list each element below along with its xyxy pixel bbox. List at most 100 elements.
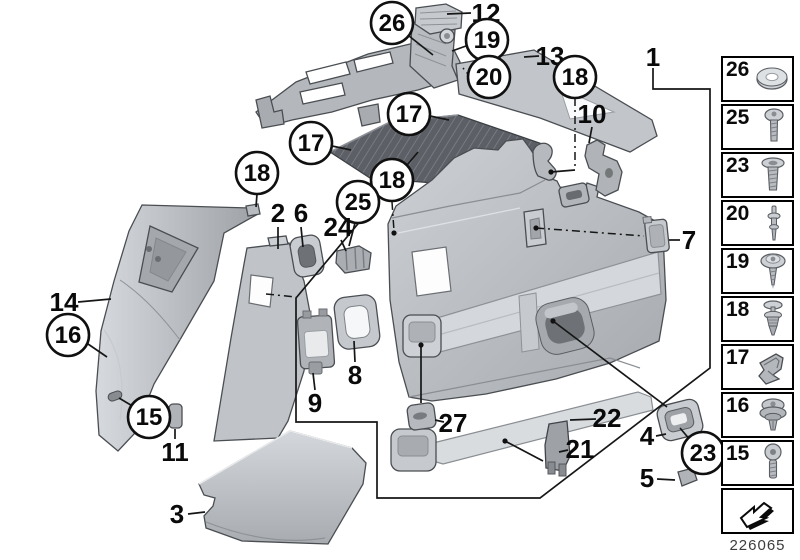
callout-7[interactable]: 7: [682, 225, 696, 255]
expansion-rivet-icon: [763, 300, 783, 336]
callout-6[interactable]: 6: [294, 198, 308, 228]
svg-text:23: 23: [690, 440, 717, 467]
diagram-number: 226065: [729, 537, 786, 554]
callout-20-circled[interactable]: 20: [466, 54, 512, 100]
callout-15-circled[interactable]: 15: [126, 394, 172, 440]
callout-26-circled[interactable]: 26: [369, 0, 415, 46]
callout-18-circled[interactable]: 18: [552, 54, 598, 100]
legend-item-label: 20: [726, 202, 750, 225]
part-belt-22: [390, 391, 654, 472]
legend-item-17[interactable]: 17: [721, 344, 794, 390]
callout-17-circled[interactable]: 17: [288, 120, 334, 166]
legend-item-label: 23: [726, 154, 750, 177]
callout-18-circled[interactable]: 18: [369, 157, 415, 203]
pan-head-screw-icon: [764, 108, 784, 142]
svg-text:19: 19: [474, 27, 501, 54]
callout-8[interactable]: 8: [348, 360, 362, 390]
legend-item-19[interactable]: 19: [721, 248, 794, 294]
svg-text:8: 8: [348, 360, 362, 390]
callout-18-circled[interactable]: 18: [234, 150, 280, 196]
svg-text:18: 18: [244, 160, 271, 187]
part-pillar-trim-14: [95, 203, 261, 452]
part-grommet-frame-6: [289, 234, 325, 278]
part-bracket-10: [584, 139, 623, 197]
grommet-nut-icon: [759, 398, 787, 431]
part-main-trunk-trim-panel: [387, 138, 667, 402]
part-cushion-3: [198, 430, 367, 545]
callout-23-circled[interactable]: 23: [680, 430, 726, 476]
fastener-legend: 26 25 23 20: [721, 56, 794, 536]
legend-item-label: 15: [726, 442, 750, 465]
callout-2[interactable]: 2: [271, 198, 285, 228]
svg-text:21: 21: [566, 434, 595, 464]
part-bracket-12: [414, 3, 463, 44]
legend-item-16[interactable]: 16: [721, 392, 794, 438]
callout-10[interactable]: 10: [578, 99, 607, 129]
legend-item-label: 17: [726, 346, 750, 369]
washer-icon: [756, 67, 788, 90]
slot-flap: [558, 182, 590, 208]
group-bracket-1: [295, 68, 711, 499]
svg-text:10: 10: [578, 99, 607, 129]
callout-9[interactable]: 9: [308, 388, 322, 418]
part-cover-plate-7: [642, 215, 670, 254]
svg-text:4: 4: [640, 421, 655, 451]
legend-item-25[interactable]: 25: [721, 104, 794, 150]
legend-item-label: 18: [726, 298, 750, 321]
callout-11[interactable]: 11: [161, 437, 189, 467]
leader-lines: [77, 12, 711, 515]
svg-text:2: 2: [271, 198, 285, 228]
expansion-pin-icon: [767, 205, 781, 241]
countersunk-screw-icon: [761, 157, 785, 191]
callout-21[interactable]: 21: [566, 434, 595, 464]
svg-text:1: 1: [646, 42, 660, 72]
legend-item-26[interactable]: 26: [721, 56, 794, 102]
tapping-screw-icon: [764, 443, 782, 479]
callout-19-circled[interactable]: 19: [464, 17, 510, 63]
legend-item-18[interactable]: 18: [721, 296, 794, 342]
svg-text:17: 17: [298, 130, 325, 157]
callout-24[interactable]: 24: [324, 212, 353, 242]
svg-text:15: 15: [136, 404, 163, 431]
svg-text:9: 9: [308, 388, 322, 418]
callout-3[interactable]: 3: [170, 499, 184, 529]
washer-head-screw-icon: [760, 253, 786, 289]
strap-buckle: [402, 314, 442, 358]
screw-hole-15: [107, 390, 123, 402]
svg-text:18: 18: [562, 64, 589, 91]
callout-4[interactable]: 4: [640, 421, 655, 451]
svg-text:3: 3: [170, 499, 184, 529]
callout-5[interactable]: 5: [640, 463, 654, 493]
callout-27[interactable]: 27: [439, 408, 468, 438]
direction-arrow-icon: [739, 501, 774, 530]
legend-item-20[interactable]: 20: [721, 200, 794, 246]
callout-25-circled[interactable]: 25: [335, 179, 381, 225]
panel-cutout: [411, 246, 452, 297]
legend-item-23[interactable]: 23: [721, 152, 794, 198]
callout-16-circled[interactable]: 16: [45, 312, 91, 358]
legend-footer[interactable]: [721, 488, 794, 534]
part-panel-2: [213, 235, 312, 442]
svg-text:24: 24: [324, 212, 353, 242]
svg-text:7: 7: [682, 225, 696, 255]
part-clip-24: [335, 245, 372, 274]
svg-text:20: 20: [476, 64, 503, 91]
callout-1[interactable]: 1: [646, 42, 660, 72]
legend-item-15[interactable]: 15: [721, 440, 794, 486]
svg-text:6: 6: [294, 198, 308, 228]
svg-text:5: 5: [640, 463, 654, 493]
callout-22[interactable]: 22: [593, 403, 622, 433]
svg-text:11: 11: [161, 437, 189, 467]
svg-text:26: 26: [379, 10, 406, 37]
part-luggage-floor-frame: [255, 3, 463, 129]
callout-14[interactable]: 14: [50, 287, 79, 317]
legend-item-label: 19: [726, 250, 750, 273]
part-bezel-8: [333, 294, 381, 350]
top-hook-flap: [532, 142, 557, 181]
sheet-metal-clip-icon: [758, 353, 784, 385]
callout-17-circled[interactable]: 17: [386, 91, 432, 137]
part-handle-bezel-4: [656, 398, 704, 442]
svg-text:17: 17: [396, 101, 423, 128]
